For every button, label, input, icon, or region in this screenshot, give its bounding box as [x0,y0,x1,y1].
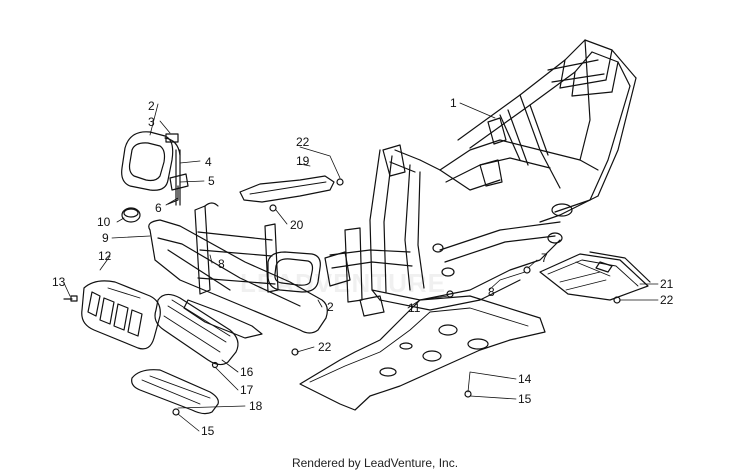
callout-19: 19 [296,154,310,168]
callout-11: 11 [408,301,421,315]
callout-22: 22 [296,135,310,149]
callout-8: 8 [218,257,225,271]
callout-13: 13 [52,275,66,289]
callout-15b: 15 [518,392,532,406]
footer-credit: Rendered by LeadVenture, Inc. [291,456,459,470]
callout-22b: 22 [318,340,332,354]
callout-14: 14 [518,372,532,386]
callout-4: 4 [205,155,212,169]
callout-7: 7 [541,251,548,265]
callout-2b: 2 [327,300,334,314]
callout-2: 2 [148,99,155,113]
callout-3: 3 [148,115,155,129]
front-grille [81,280,161,350]
front-panel [154,293,239,366]
callout-18: 18 [249,399,263,413]
callout-12: 12 [98,249,112,263]
callout-22c: 22 [660,293,674,307]
front-bumper [121,202,328,339]
callout-9: 9 [102,231,109,245]
callout-20: 20 [290,218,304,232]
skid-plate [299,295,546,411]
callout-5: 5 [208,174,215,188]
watermark: LEADVENTURE [240,268,447,298]
callout-6: 6 [155,201,162,215]
leader-lines [63,102,659,432]
main-frame [324,39,637,317]
callout-labels: 1 2 3 4 5 6 10 9 8 12 13 22 19 20 2 22 1… [52,96,674,438]
callout-17: 17 [240,383,254,397]
support-bracket [239,175,335,203]
callout-15: 15 [201,424,215,438]
front-skid-plate [131,369,219,415]
callout-16: 16 [240,365,254,379]
callout-8b: 8 [488,285,495,299]
callout-10: 10 [97,215,111,229]
callout-1: 1 [450,96,457,110]
callout-21: 21 [660,277,674,291]
footrest [539,251,651,301]
hardware-fasteners [63,178,621,416]
